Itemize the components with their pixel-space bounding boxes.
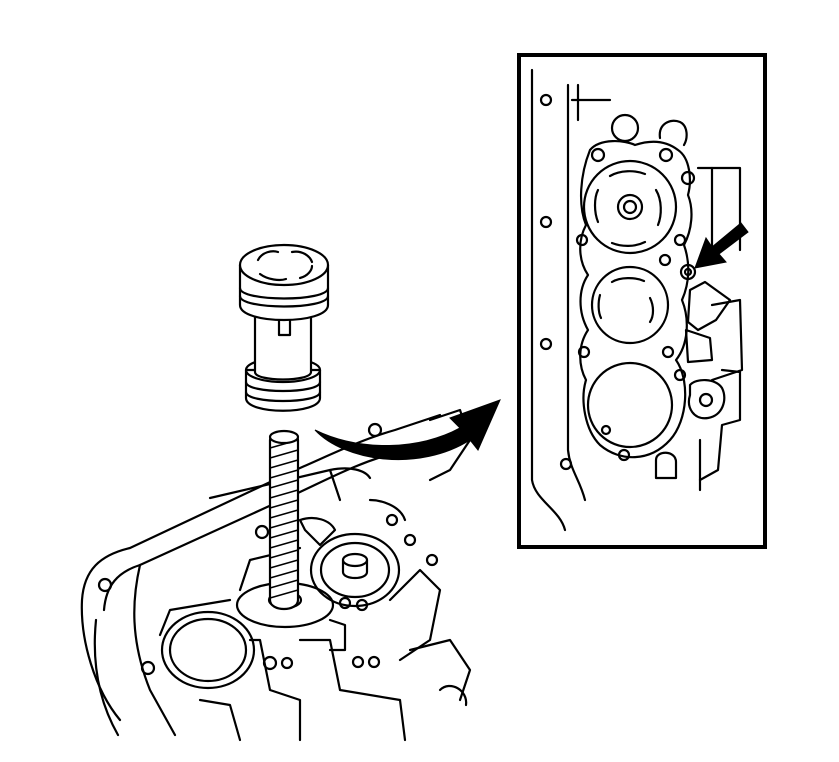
pointer-arrow-icon xyxy=(694,222,749,269)
detail-inset xyxy=(517,53,767,549)
spring-icon xyxy=(268,429,300,611)
accumulator-piston-icon xyxy=(238,243,330,412)
curved-arrow-icon xyxy=(314,399,501,461)
